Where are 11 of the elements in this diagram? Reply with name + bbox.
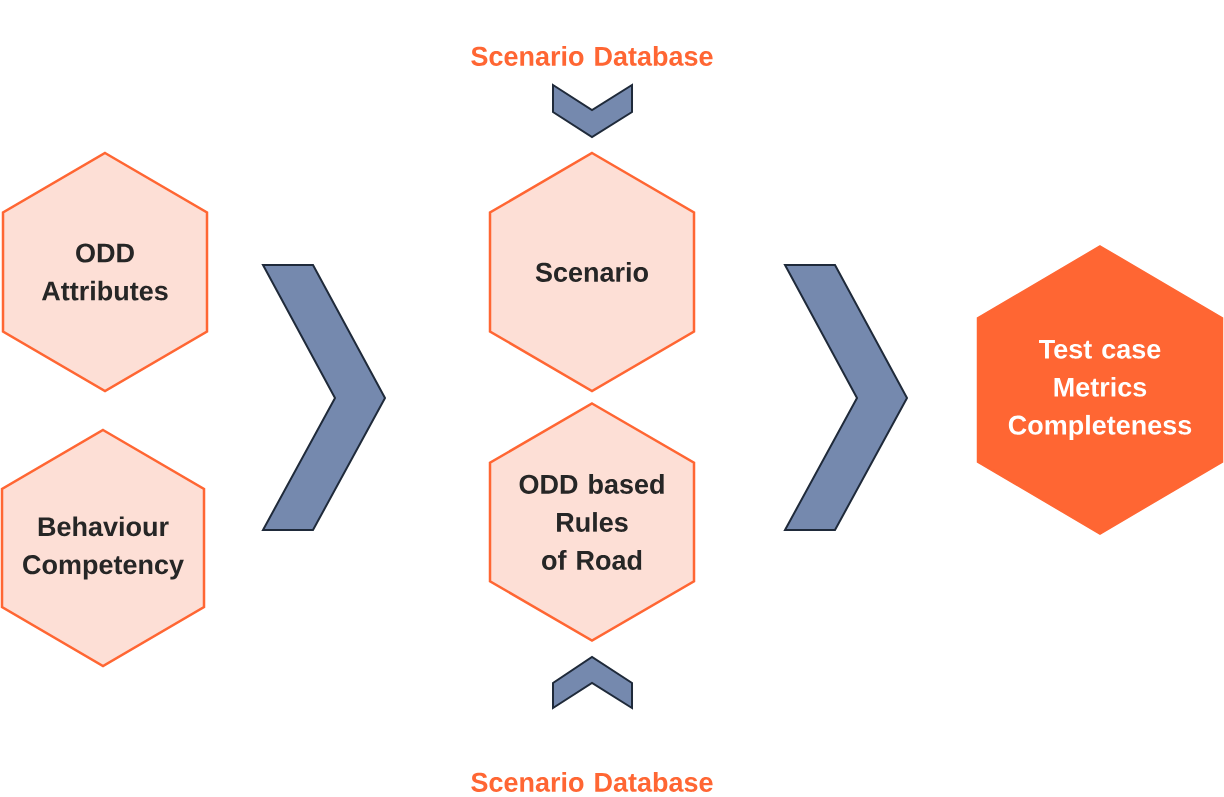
chevron-arrow	[552, 83, 633, 139]
source-label: Scenario Database	[471, 772, 713, 792]
chevron-arrow	[783, 264, 909, 531]
hexagon: ODD based Rules of Road	[488, 402, 696, 642]
hexagon: Behaviour Competency	[0, 428, 206, 668]
source-label: Scenario Database	[471, 46, 713, 66]
hexagon: Test case Metrics Completeness	[976, 245, 1224, 535]
chevron-arrow	[261, 264, 387, 531]
hexagon: ODD Attributes	[1, 151, 209, 393]
hexagon: Scenario	[488, 151, 696, 393]
chevron-arrow	[552, 655, 633, 710]
